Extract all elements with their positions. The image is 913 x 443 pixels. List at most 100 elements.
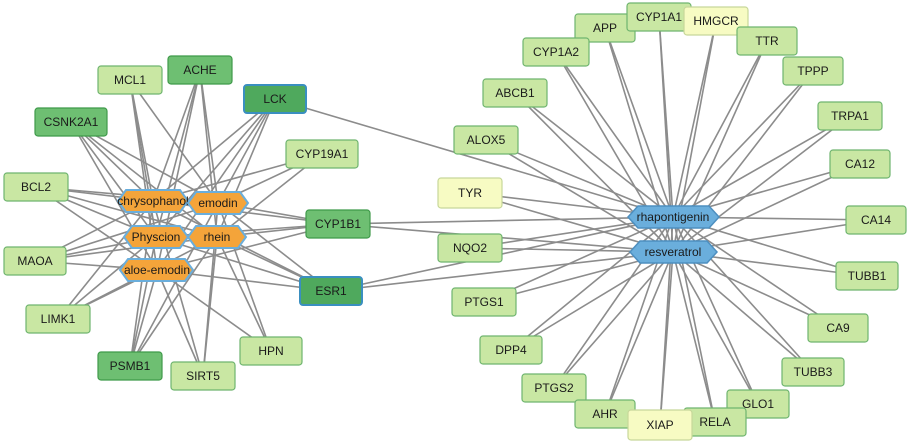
target-label-glo1: GLO1 xyxy=(742,397,774,411)
edge-rhapontigenin-app xyxy=(604,27,674,218)
edge-rhapontigenin-tppp xyxy=(672,70,814,218)
target-label-tppp: TPPP xyxy=(797,64,828,78)
target-label-cyp1b1: CYP1B1 xyxy=(315,217,361,231)
target-node-rela: RELA xyxy=(683,407,747,437)
edge-resveratrol-alox5 xyxy=(485,139,674,253)
target-node-trpa1: TRPA1 xyxy=(817,101,883,131)
edge-rhapontigenin-ca9 xyxy=(672,216,839,329)
edge-resveratrol-cyp1b1 xyxy=(337,223,674,253)
compound-label-rhapontigenin: rhapontigenin xyxy=(637,210,710,224)
target-node-tppp: TPPP xyxy=(782,56,844,86)
compound-label-resveratrol: resveratrol xyxy=(645,245,702,259)
target-label-sirt5: SIRT5 xyxy=(186,369,220,383)
target-node-mcl1: MCL1 xyxy=(97,65,163,95)
edge-physcion-csnk2a1 xyxy=(70,121,157,238)
edge-chrysophanol-lck xyxy=(152,98,276,202)
edge-resveratrol-trpa1 xyxy=(672,115,851,253)
target-node-hpn: HPN xyxy=(239,336,303,366)
target-node-tyr: TYR xyxy=(437,177,503,209)
target-node-maoa: MAOA xyxy=(3,246,67,276)
target-label-trpa1: TRPA1 xyxy=(831,109,869,123)
target-node-tubb1: TUBB1 xyxy=(835,261,899,291)
target-node-ca9: CA9 xyxy=(807,313,869,343)
edge-aloe-emodin-psmb1 xyxy=(129,269,158,367)
compound-node-rhein: rhein xyxy=(186,225,248,249)
edge-emodin-lck xyxy=(217,98,276,204)
target-label-app: APP xyxy=(593,21,617,35)
target-label-tubb1: TUBB1 xyxy=(848,269,887,283)
compound-node-chrysophanol: chrysophanol xyxy=(116,189,190,213)
edge-rhein-hpn xyxy=(216,236,272,352)
target-label-ttr: TTR xyxy=(755,34,779,48)
target-node-cyp19a1: CYP19A1 xyxy=(285,139,359,169)
target-label-csnk2a1: CSNK2A1 xyxy=(44,115,99,129)
target-node-ptgs1: PTGS1 xyxy=(451,287,517,317)
target-node-lck: LCK xyxy=(243,84,307,114)
target-node-nqo2: NQO2 xyxy=(437,233,503,263)
target-label-cyp1a1: CYP1A1 xyxy=(636,10,682,24)
target-node-ptgs2: PTGS2 xyxy=(521,373,587,403)
edge-resveratrol-tubb3 xyxy=(672,251,814,373)
compound-node-emodin: emodin xyxy=(186,191,250,215)
compound-label-rhein: rhein xyxy=(204,230,231,244)
target-label-tyr: TYR xyxy=(458,186,482,200)
edge-aloe-emodin-sirt5 xyxy=(156,269,204,377)
target-node-alox5: ALOX5 xyxy=(453,125,519,155)
target-label-ache: ACHE xyxy=(183,63,216,77)
target-label-cyp19a1: CYP19A1 xyxy=(296,147,349,161)
compound-label-physcion: Physcion xyxy=(132,230,181,244)
edge-physcion-lck xyxy=(155,98,276,238)
target-label-ptgs2: PTGS2 xyxy=(534,381,574,395)
target-label-dpp4: DPP4 xyxy=(495,343,527,357)
target-node-hmgcr: HMGCR xyxy=(683,6,749,36)
target-label-maoa: MAOA xyxy=(17,254,52,268)
compound-node-resveratrol: resveratrol xyxy=(628,240,719,264)
target-node-app: APP xyxy=(574,13,636,43)
target-label-hpn: HPN xyxy=(258,344,283,358)
compound-node-physcion: Physcion xyxy=(122,225,190,249)
target-node-ca14: CA14 xyxy=(845,205,907,235)
target-label-bcl2: BCL2 xyxy=(21,180,51,194)
target-label-ahr: AHR xyxy=(592,407,618,421)
target-node-cyp1a1: CYP1A1 xyxy=(626,2,692,32)
compound-label-emodin: emodin xyxy=(198,196,237,210)
edge-resveratrol-glo1 xyxy=(672,251,759,405)
target-label-esr1: ESR1 xyxy=(315,284,347,298)
target-label-psmb1: PSMB1 xyxy=(110,359,151,373)
target-node-limk1: LIMK1 xyxy=(25,304,91,334)
target-node-ache: ACHE xyxy=(167,55,233,85)
edge-rhapontigenin-trpa1 xyxy=(672,115,851,218)
edge-rhapontigenin-dpp4 xyxy=(510,216,674,351)
edge-rhapontigenin-abcb1 xyxy=(514,92,674,218)
compound-node-aloe-emodin: aloe-emodin xyxy=(118,258,195,282)
target-label-lck: LCK xyxy=(263,92,286,106)
edge-resveratrol-dpp4 xyxy=(510,251,674,351)
target-node-cyp1a2: CYP1A2 xyxy=(522,37,590,67)
edge-rhapontigenin-hmgcr xyxy=(672,20,717,218)
edge-resveratrol-esr1 xyxy=(330,251,674,292)
target-label-ca9: CA9 xyxy=(826,321,850,335)
target-label-ca12: CA12 xyxy=(845,157,875,171)
target-node-xiap: XIAP xyxy=(627,409,693,441)
target-node-esr1: ESR1 xyxy=(299,276,363,306)
target-label-ca14: CA14 xyxy=(861,213,891,227)
edge-rhapontigenin-ttr xyxy=(672,40,768,218)
edge-resveratrol-rela xyxy=(672,251,716,423)
target-label-hmgcr: HMGCR xyxy=(693,14,739,28)
target-label-xiap: XIAP xyxy=(646,418,673,432)
target-label-rela: RELA xyxy=(699,415,730,429)
edge-rhein-sirt5 xyxy=(202,236,218,377)
target-node-csnk2a1: CSNK2A1 xyxy=(34,107,108,137)
target-label-limk1: LIMK1 xyxy=(41,312,76,326)
edge-emodin-mcl1 xyxy=(129,79,219,204)
target-label-alox5: ALOX5 xyxy=(467,133,506,147)
edge-rhapontigenin-ptgs1 xyxy=(483,216,674,303)
target-node-psmb1: PSMB1 xyxy=(97,351,163,381)
compound-label-aloe-emodin: aloe-emodin xyxy=(124,263,190,277)
target-label-cyp1a2: CYP1A2 xyxy=(533,45,579,59)
target-node-cyp1b1: CYP1B1 xyxy=(305,209,371,239)
target-label-tubb3: TUBB3 xyxy=(794,365,833,379)
edge-rhapontigenin-lck xyxy=(274,98,674,218)
target-node-abcb1: ABCB1 xyxy=(482,78,548,108)
